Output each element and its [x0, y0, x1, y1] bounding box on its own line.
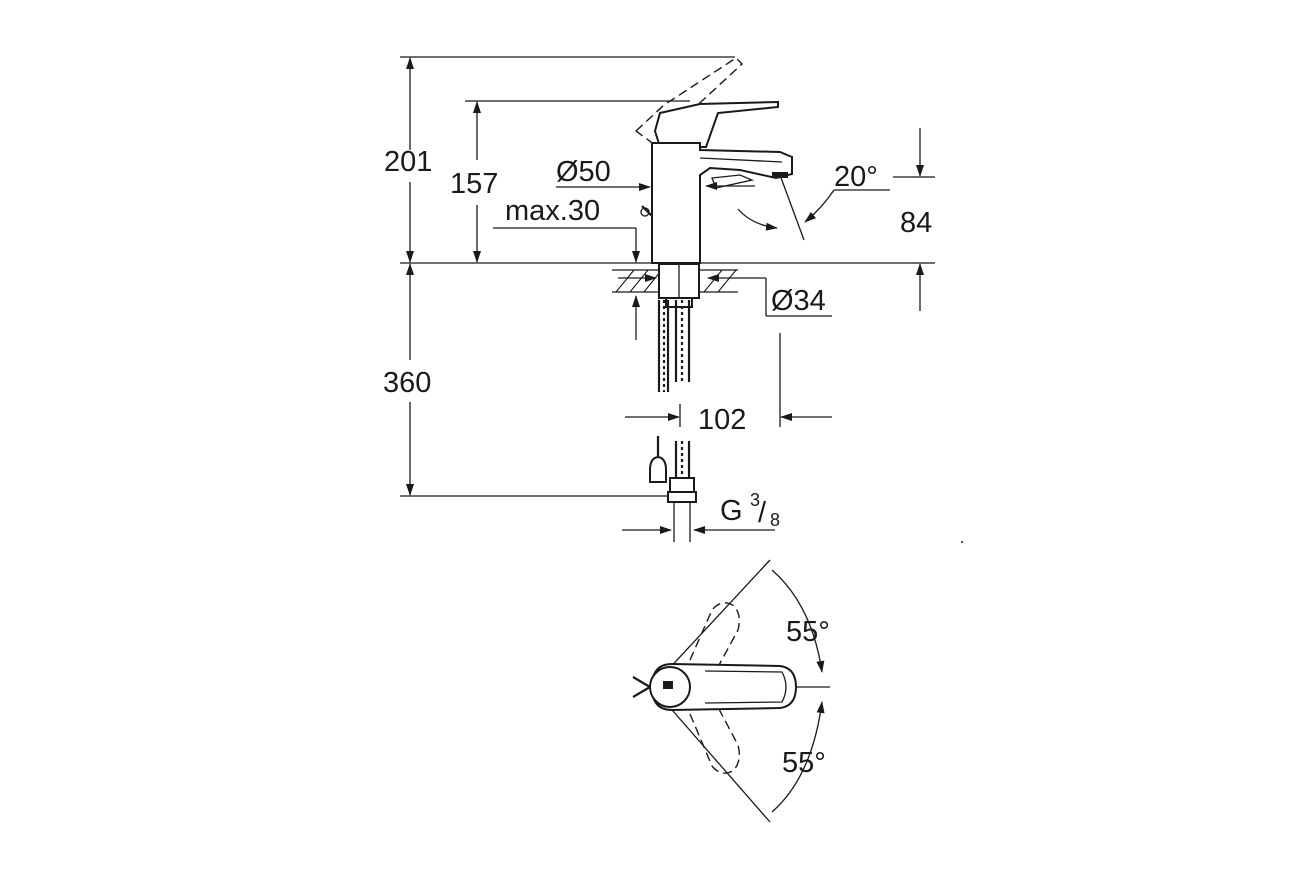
dim-spout-reach: 102	[698, 404, 746, 436]
dim-total-height: 201	[384, 146, 432, 178]
faucet-top-view	[632, 559, 830, 823]
dim-rotation-bottom: 55°	[782, 747, 826, 779]
dim-thread-letter: G	[720, 495, 743, 527]
supply-hoses	[649, 300, 697, 542]
dimension-arrows	[406, 57, 924, 534]
dim-handle-height: 157	[450, 168, 498, 200]
dim-hose-length: 360	[383, 367, 431, 399]
dim-connection-thread: G 3 / 8	[720, 490, 780, 530]
dim-max-deck-thickness: max.30	[505, 195, 600, 227]
dim-spout-angle: 20°	[834, 161, 878, 193]
dim-deck-hole-diameter: Ø34	[771, 285, 826, 317]
faucet-side-view	[634, 57, 793, 264]
dim-body-diameter: Ø50	[556, 156, 611, 188]
dim-thread-denominator: 8	[770, 510, 780, 530]
dim-rotation-top: 55°	[786, 616, 830, 648]
dim-thread-slash: /	[758, 497, 767, 529]
deck-section	[612, 263, 738, 308]
dim-spout-height: 84	[900, 207, 932, 239]
dim-thread-numerator: 3	[750, 490, 760, 510]
